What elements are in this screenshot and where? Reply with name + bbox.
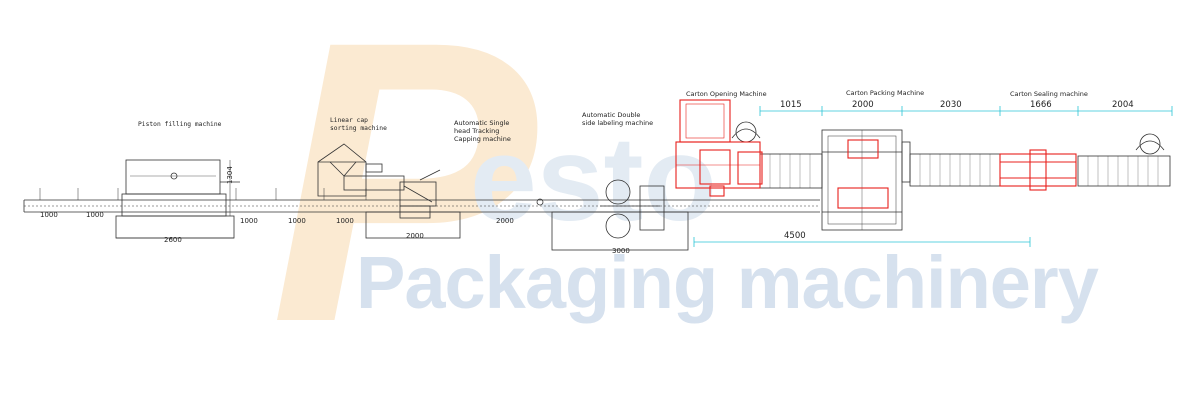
dim-conv-c: 1000 — [240, 217, 258, 225]
capping-machine — [365, 205, 461, 239]
dim-piston-len: 2600 — [164, 236, 182, 244]
label-labeling-2: side labeling machine — [582, 119, 654, 127]
carton-conveyor-2 — [909, 153, 1001, 187]
label-carton-sealing: Carton Sealing machine — [1010, 90, 1088, 98]
dim-conv-a: 1000 — [40, 211, 58, 219]
label-carton-opening: Carton Opening Machine — [686, 90, 767, 98]
watermark-tagline: Packaging machinery — [356, 241, 1099, 324]
carton-opening-machine — [675, 99, 763, 197]
dim-top-2004: 2004 — [1112, 100, 1134, 110]
carton-packing-red-parts — [837, 139, 889, 209]
piston-filling-machine — [115, 159, 240, 239]
dim-top-1015: 1015 — [780, 100, 802, 110]
labeling-machine — [536, 179, 689, 251]
label-cap-sorting-1: Linear cap — [330, 117, 368, 124]
carton-sealing-machine — [999, 149, 1077, 191]
label-capping-1: Automatic Single — [454, 119, 510, 127]
watermark-logo-letter: P — [270, 0, 539, 330]
dim-conv-e: 1000 — [336, 217, 354, 225]
carton-conveyor-3 — [1077, 155, 1171, 187]
label-piston-filling: Piston filling machine — [138, 121, 222, 128]
dim-conv-d: 1000 — [288, 217, 306, 225]
operator-figure-1 — [731, 121, 761, 143]
carton-packing-machine — [821, 129, 911, 231]
dim-conv-f: 2000 — [496, 217, 514, 225]
dim-capping-len: 2000 — [406, 232, 424, 240]
dim-span-4500: 4500 — [784, 231, 806, 241]
watermark-logo: P — [270, 0, 539, 330]
label-capping-3: Capping machine — [454, 135, 511, 143]
label-capping-2: head Tracking — [454, 127, 500, 135]
label-labeling-1: Automatic Double — [582, 111, 641, 119]
dim-piston-height: 1304 — [226, 166, 234, 184]
dim-top-1666: 1666 — [1030, 100, 1052, 110]
dim-top-2000: 2000 — [852, 100, 874, 110]
carton-conveyor-1 — [759, 153, 823, 189]
operator-figure-2 — [1135, 133, 1165, 155]
dim-labeling-len: 3000 — [612, 247, 630, 255]
dim-top-2030: 2030 — [940, 100, 962, 110]
label-cap-sorting-2: sorting machine — [330, 125, 387, 132]
dim-conv-b: 1000 — [86, 211, 104, 219]
top-dimension-lines — [693, 106, 1173, 247]
label-carton-packing: Carton Packing Machine — [846, 89, 925, 97]
cap-sorting-machine — [317, 143, 441, 207]
